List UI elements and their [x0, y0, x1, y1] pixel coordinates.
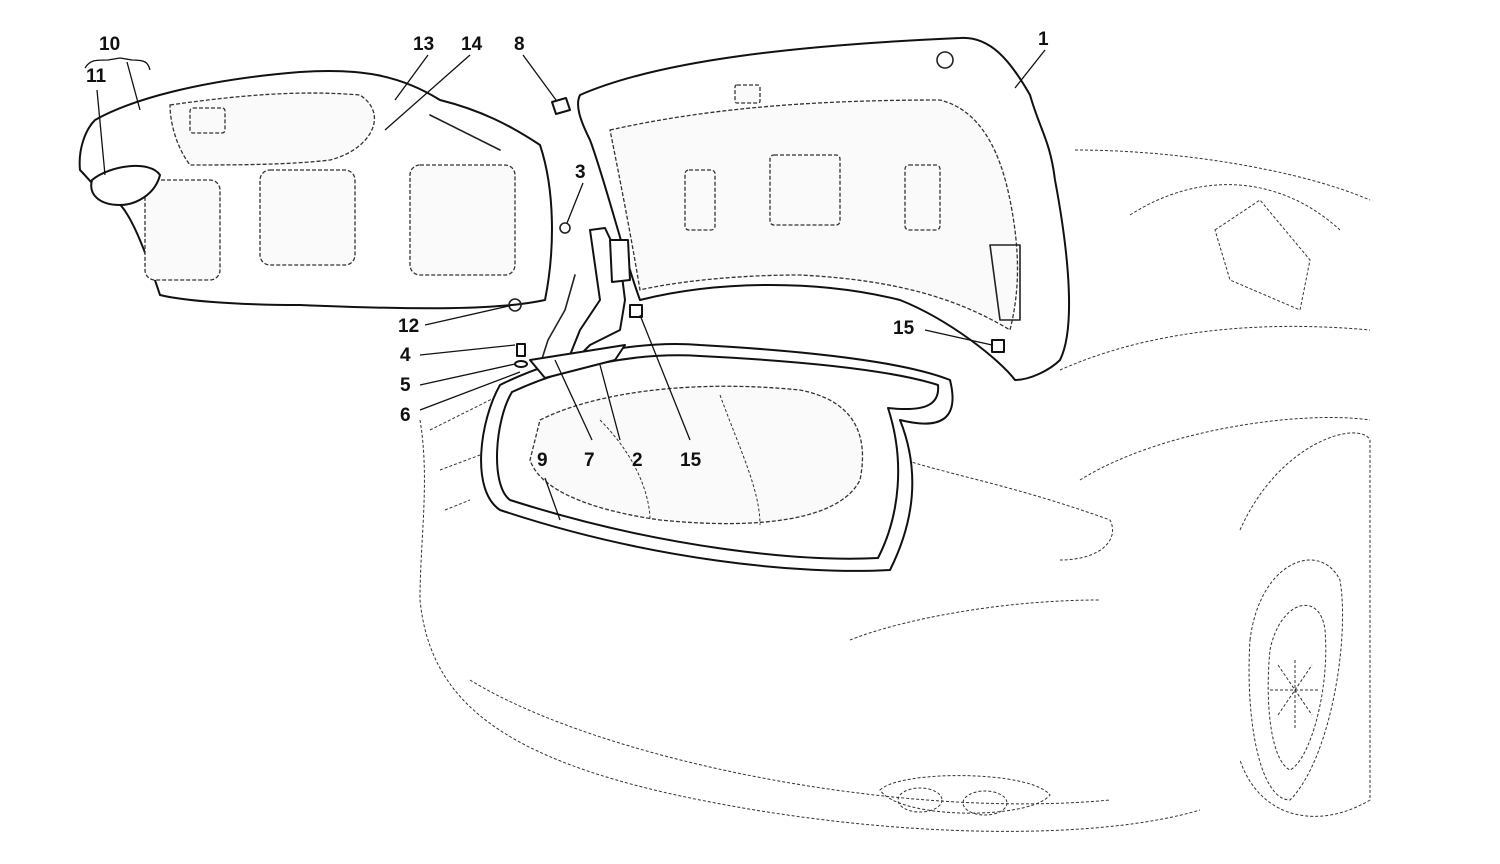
callout-4: 4	[400, 345, 411, 366]
hinge-assembly	[508, 97, 1005, 379]
callout-13: 13	[413, 34, 434, 55]
callout-11: 11	[86, 66, 107, 87]
lid-liner-panel	[78, 69, 553, 310]
callout-10: 10	[99, 34, 120, 55]
callout-9: 9	[537, 450, 548, 471]
callout-14: 14	[461, 34, 483, 55]
callout-7: 7	[584, 450, 595, 471]
callout-3: 3	[575, 162, 586, 183]
callout-labels: 1 2 3 4 5 6 7 8 9 10 11 12 13 14 15 15	[86, 29, 1049, 471]
callout-15-right: 15	[893, 318, 915, 339]
callout-6: 6	[400, 405, 411, 426]
trunk-lid	[577, 36, 1071, 381]
callout-5: 5	[400, 375, 411, 396]
car-body-outline	[419, 149, 1371, 832]
trunk-seal	[480, 343, 954, 572]
callout-2: 2	[632, 450, 643, 471]
callout-15-center: 15	[680, 450, 702, 471]
callout-8: 8	[514, 34, 525, 55]
callout-1: 1	[1038, 29, 1049, 50]
callout-12: 12	[398, 316, 419, 337]
leader-lines	[84, 49, 1046, 521]
